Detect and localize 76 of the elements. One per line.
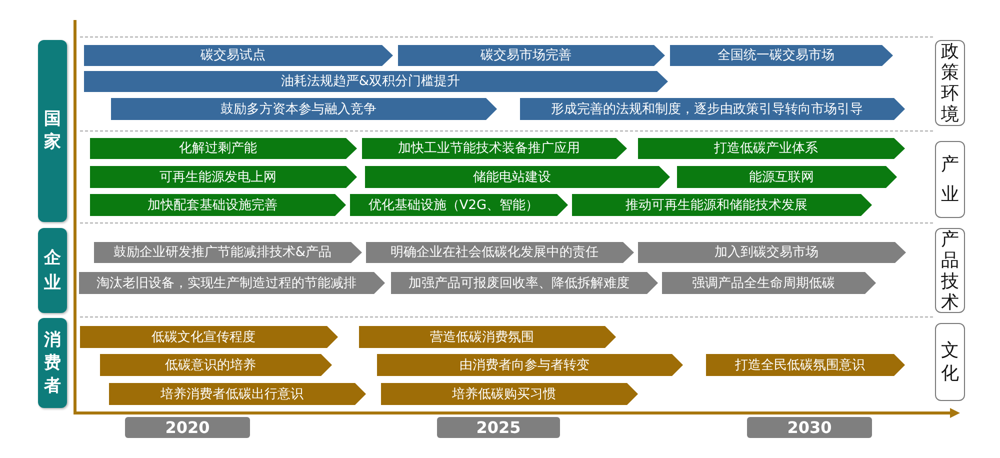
milestone-banner [80,326,338,348]
year-marker [437,417,560,438]
banner-label: 淘汰老旧设备，实现生产制造过程的节能减排 [96,276,356,290]
milestone-banner [84,45,393,66]
dimension-label: 政策环境 [941,41,959,125]
milestone-banner [111,98,497,120]
banner-label: 培养消费者低碳出行意识 [160,388,304,400]
milestone-banner [90,138,357,159]
stakeholder-label: 国家 [44,108,61,154]
milestone-banner [670,45,893,66]
milestone-banner [706,354,905,376]
banner-label: 加快配套基础设施完善 [148,198,278,212]
milestone-banner [662,272,876,294]
banner-label: 碳交易市场完善 [480,49,572,62]
banner-label: 可再生能源发电上网 [160,170,276,184]
banner-label: 加快工业节能技术装备推广应用 [398,142,580,155]
milestone-banner [398,45,665,66]
banner-label: 全国统一碳交易市场 [718,49,834,62]
milestone-banner [84,71,668,92]
milestone-banner [520,98,905,120]
milestone-banner [638,242,906,263]
milestone-banner [391,272,658,294]
banner-label: 优化基础设施（V2G、智能） [368,198,539,212]
stakeholder-tab [38,228,67,313]
year-marker [747,417,872,438]
milestone-banner [109,383,366,405]
year-label: 2020 [165,420,210,436]
dimension-label: 产业 [941,152,959,206]
banner-label: 化解过剩产能 [179,142,257,155]
year-marker [125,417,250,438]
stakeholder-tab [38,40,67,222]
banner-label: 鼓励企业研发推广节能减排技术&产品 [113,246,332,259]
year-label: 2030 [787,420,832,436]
milestone-banner [100,354,332,376]
banner-label: 强调产品全生命周期低碳 [692,276,835,290]
banner-label: 低碳意识的培养 [165,358,256,372]
banner-label: 能源互联网 [749,170,814,184]
banner-label: 打造全民低碳氛围意识 [735,358,865,372]
milestone-banner [377,354,683,376]
banner-label: 碳交易试点 [200,49,266,62]
dimension-tag [935,323,965,401]
milestone-banner [381,383,638,405]
dimension-label: 文化 [941,339,959,385]
banner-label: 营造低碳消费氛围 [430,330,534,344]
milestone-banner [94,242,362,263]
stakeholder-tab [38,318,67,408]
dimension-tag [935,40,965,126]
banner-label: 加强产品可报废回收率、降低拆解难度 [408,276,630,290]
banner-label: 培养低碳购买习惯 [452,388,556,400]
banner-label: 由消费者向参与者转变 [460,358,590,372]
banner-label: 打造低碳产业体系 [714,142,818,155]
milestone-banner [572,194,872,216]
banner-label: 推动可再生能源和储能技术发展 [626,198,808,212]
milestone-banner [677,166,897,188]
banner-label: 形成完善的法规和制度，逐步由政策引导转向市场引导 [551,102,863,116]
milestone-banner [90,194,346,216]
banner-label: 储能电站建设 [473,170,551,184]
banner-label: 明确企业在社会低碳化发展中的责任 [390,246,598,259]
milestone-banner [362,138,627,159]
milestone-banner [365,166,670,188]
milestone-banner [638,138,905,159]
milestone-banner [79,272,385,294]
dimension-label: 产品技术 [941,228,959,312]
banner-label: 低碳文化宣传程度 [152,330,256,344]
year-label: 2025 [476,420,521,436]
milestone-banner [366,242,634,263]
milestone-banner [90,166,357,188]
banner-label: 鼓励多方资本参与融入竞争 [220,102,376,116]
dimension-tag [935,228,965,313]
milestone-banner [359,326,616,348]
stakeholder-label: 企业 [44,246,61,294]
banner-label: 油耗法规趋严&双积分门槛提升 [280,75,460,88]
dimension-tag [935,141,965,218]
banner-label: 加入到碳交易市场 [714,246,818,259]
milestone-banner [350,194,568,216]
stakeholder-label: 消费者 [44,328,61,398]
